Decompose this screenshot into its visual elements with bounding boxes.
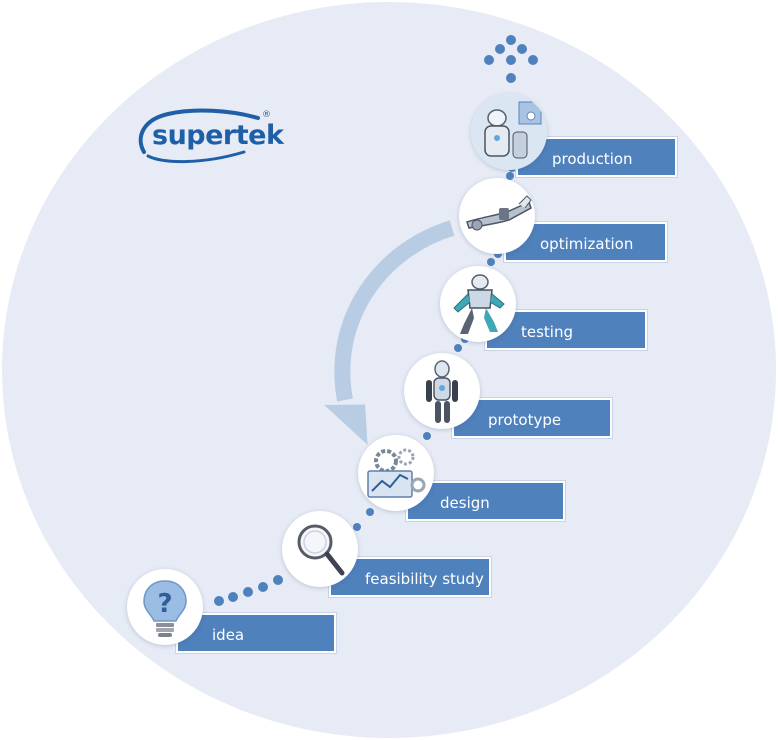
svg-text:?: ? [157, 589, 172, 619]
design-gears-chart-icon [358, 435, 434, 511]
connector-dot [506, 172, 514, 180]
top-dot [484, 55, 494, 65]
robot-testing-icon [440, 266, 516, 342]
top-dot [506, 55, 516, 65]
connector-dot [366, 508, 374, 516]
step-label-production: production [516, 137, 677, 177]
connector-dot [423, 432, 431, 440]
lightbulb-question-icon: ? [127, 569, 203, 645]
robotic-arm-icon [459, 178, 535, 254]
top-dot [506, 73, 516, 83]
connector-dot [273, 575, 283, 585]
top-dot [495, 44, 505, 54]
production-robots-icon [471, 94, 547, 170]
top-dot [528, 55, 538, 65]
connector-dot [228, 592, 238, 602]
step-label-idea: idea [176, 613, 336, 653]
connector-dot [487, 258, 495, 266]
logo-text: supertek [152, 120, 284, 151]
logo-swoosh-icon [138, 108, 260, 164]
magnifying-glass-icon [282, 511, 358, 587]
top-dot [506, 35, 516, 45]
supertek-logo: supertek ® [134, 108, 284, 168]
top-dot [517, 44, 527, 54]
connector-dot [214, 596, 224, 606]
registered-mark: ® [262, 110, 271, 120]
connector-dot [454, 344, 462, 352]
connector-dot [258, 582, 268, 592]
robot-prototype-icon [404, 353, 480, 429]
connector-dot [243, 587, 253, 597]
step-label-prototype: prototype [452, 398, 612, 438]
step-label-feasibility-study: feasibility study [329, 557, 491, 597]
step-label-design: design [406, 481, 565, 521]
connector-dot [353, 523, 361, 531]
